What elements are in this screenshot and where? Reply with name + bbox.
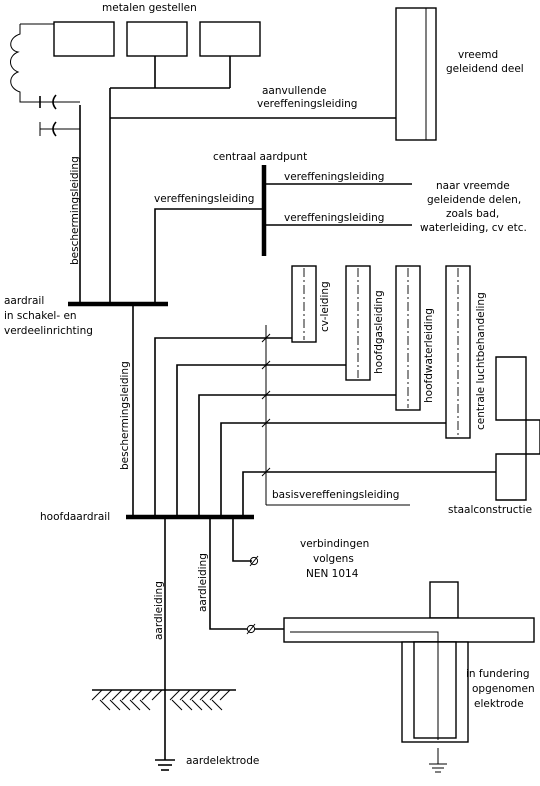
label-in-fundering: in fundering [466,668,530,680]
pipe-gas [345,265,371,381]
label-aanvullende: aanvullende [262,85,326,97]
metal-frame-1 [53,21,115,57]
label-metalen-gestellen: metalen gestellen [102,2,197,14]
earth-conductor-foundation [209,517,247,630]
main-bonding-lines [154,337,496,517]
label-waterleiding-cv: waterleiding, cv etc. [420,222,527,234]
pipe-cv [291,265,317,343]
flexible-cable-sockets [10,23,80,137]
pipe-air [445,265,471,439]
label-verbindingen: verbindingen [300,538,369,550]
label-centrale-luchtbehandeling: centrale luchtbehandeling [475,292,487,430]
label-centraal-aardpunt: centraal aardpunt [213,151,307,163]
label-aardelektrode: aardelektrode [186,755,259,767]
label-basisvereffeningsleiding: basisvereffeningsleiding [272,489,399,501]
label-hoofdgasleiding: hoofdgasleiding [373,290,385,374]
label-vereffeningsleiding-left: vereffeningsleiding [154,193,254,205]
label-naar-vreemde: naar vreemde [436,180,510,192]
crossing-ticks [261,333,271,477]
label-hoofdaardrail: hoofdaardrail [40,511,110,523]
label-verdeelinrichting: verdeelinrichting [4,325,93,337]
label-vereffeningsleiding-bottom: vereffeningsleiding [284,212,384,224]
label-beschermingsleiding-top: beschermingsleiding [69,156,81,265]
earth-electrode-symbol [155,759,175,771]
label-aardleiding-electrode: aardleiding [153,581,165,640]
label-staalconstructie: staalconstructie [448,504,532,516]
label-in-schakel: in schakel- en [4,310,77,322]
metal-frame-3 [199,21,261,57]
steel-construction [495,356,540,501]
foundation-structure [283,581,535,773]
metal-frames [53,21,261,89]
label-aanvullende-vereffeningsleiding: vereffeningsleiding [257,98,357,110]
label-aardrail: aardrail [4,295,44,307]
label-elektrode: elektrode [474,698,524,710]
label-hoofdwaterleiding: hoofdwaterleiding [423,308,435,403]
label-nen-1014: NEN 1014 [306,568,359,580]
ground-hatching [91,689,236,711]
bonding-conductor-to-central-point [154,208,264,304]
label-aardleiding-foundation: aardleiding [197,553,209,612]
label-opgenomen: opgenomen [472,683,535,695]
label-cv-leiding: cv-leiding [319,281,331,332]
foreign-conductive-part [395,7,437,141]
metal-frame-2 [126,21,188,57]
label-vereffeningsleiding-top: vereffeningsleiding [284,171,384,183]
connection-nen1014 [232,517,252,562]
label-volgens: volgens [313,553,354,565]
label-geleidende-delen: geleidende delen, [427,194,521,206]
pipe-water [395,265,421,411]
label-beschermingsleiding-mid: beschermingsleiding [119,361,131,470]
label-vreemd: vreemd [458,49,498,61]
label-geleidend-deel: geleidend deel [446,63,524,75]
label-zoals-bad: zoals bad, [446,208,499,220]
